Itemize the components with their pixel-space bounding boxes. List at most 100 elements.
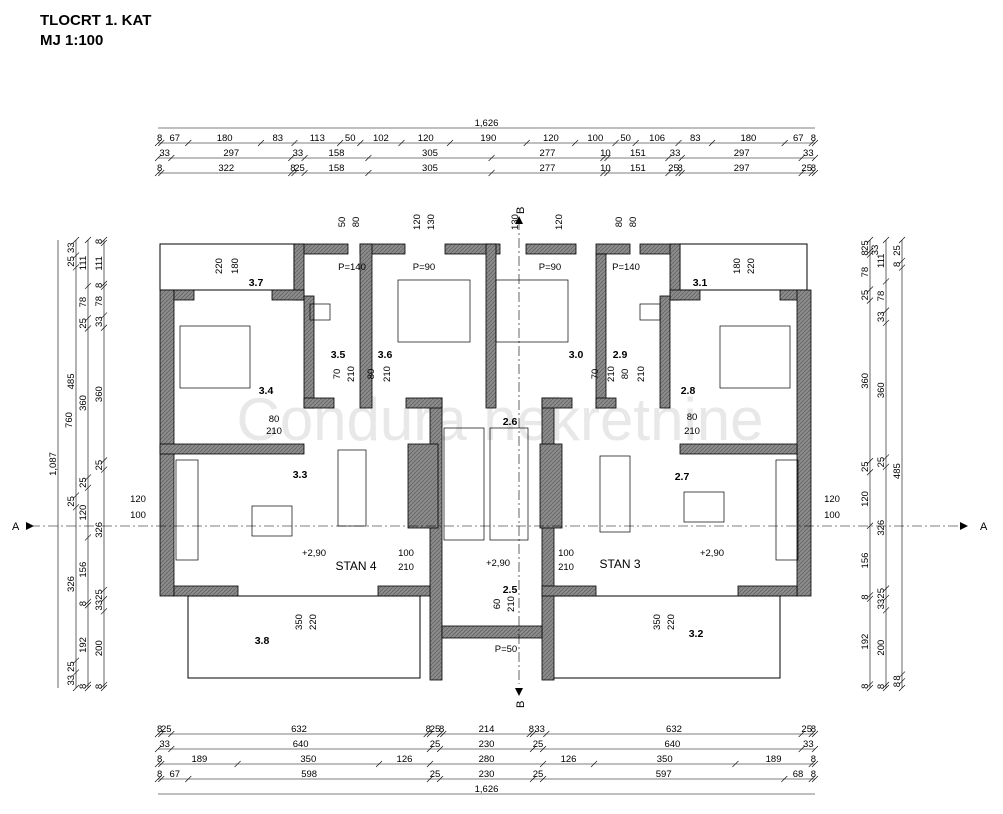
bottom-dim-3-value: 8: [157, 754, 162, 765]
left-dim-2-value: 192: [78, 637, 89, 653]
left-dim-1-value: 25: [94, 460, 105, 471]
right-dim-1-value: 8: [860, 594, 871, 599]
top-dim-3-value: 322: [218, 163, 234, 174]
top-dim-3-tick: [604, 169, 611, 177]
left-dim-1-tick: [100, 283, 108, 291]
top-dim-2-tick: [365, 154, 372, 162]
top-dim-2-value: 33: [159, 148, 170, 159]
top-dim-3-tick: [154, 169, 162, 177]
opening-size: 100: [130, 510, 146, 521]
bottom-dim-4-value: 8: [157, 769, 162, 780]
opening-size: 100: [558, 548, 574, 559]
top-dim-2-value: 297: [734, 148, 750, 159]
top-dim-3-tick: [600, 169, 607, 177]
balconies: [159, 243, 808, 679]
opening-size: 80: [614, 217, 625, 228]
left-dim-1-value: 25: [94, 589, 105, 600]
top-dim-1-tick: [398, 139, 405, 147]
bottom-dim-2-value: 640: [293, 739, 309, 750]
top-dim-2-value: 277: [540, 148, 556, 159]
top-dim-3-value: 8: [677, 163, 682, 174]
bottom-dim-4-tick: [158, 775, 165, 783]
top-dim-2-value: 158: [329, 148, 345, 159]
right-dim-3-tick: [898, 264, 906, 271]
right-dim-1-tick: [866, 457, 874, 465]
top-dim-1-tick: [811, 139, 819, 147]
top-dim-1-value: 67: [169, 133, 180, 144]
left-dim-2-tick: [84, 314, 92, 322]
top-dim-1-value: 8: [811, 133, 816, 144]
top-dim-2-tick: [678, 154, 685, 162]
right-dim-2-value: 33: [876, 311, 887, 322]
right-dim-4-value: 33: [870, 245, 881, 256]
right-dim-3-tick: [898, 671, 906, 678]
left-dim-1-tick: [100, 324, 108, 331]
section-a-left: A: [12, 521, 20, 533]
opening-size: 120: [412, 214, 423, 230]
right-dim-1-tick: [866, 592, 874, 599]
left-dim-1-tick: [100, 239, 108, 247]
bottom-dim-4-tick: [539, 775, 547, 783]
left-dim-3-tick: [72, 669, 80, 676]
opening-size: 80: [620, 369, 631, 380]
bottom-dim-4-value: 25: [533, 769, 544, 780]
top-dim-3-value: 8: [290, 163, 295, 174]
bottom-dim-1-tick: [811, 730, 819, 738]
bottom-dim-1-value: 8: [439, 724, 444, 735]
opening-size: 80: [351, 217, 362, 228]
left-dim-2-tick: [84, 236, 92, 244]
window-note: P=50: [495, 644, 517, 655]
right-dim-2-tick: [882, 585, 890, 592]
top-dim-2-tick: [301, 154, 308, 162]
bottom-dim-4-tick: [811, 775, 819, 783]
left-dim-1-tick: [100, 280, 108, 288]
top-dim-1-tick: [708, 139, 716, 147]
opening-size: 210: [684, 426, 700, 437]
plan-title: TLOCRT 1. KAT: [40, 12, 152, 29]
left-dim-3-tick: [72, 492, 80, 499]
bottom-dim-2-value: 25: [533, 739, 544, 750]
left-dim-2-tick: [84, 282, 92, 290]
top-dim-1-tick: [571, 139, 579, 147]
bottom-dim-2-tick: [798, 745, 805, 753]
left-dim-1-tick: [100, 608, 108, 615]
bottom-dim-1-value: 25: [161, 724, 172, 735]
room-label: 2.6: [503, 416, 518, 428]
bottom-dim-1-tick: [426, 730, 434, 738]
left-dim-3-value: 326: [66, 576, 77, 592]
bottom-dim-4-tick: [185, 775, 192, 783]
opening-size: 220: [308, 614, 319, 630]
top-dim-2-value: 33: [803, 148, 814, 159]
left-dim-1-value: 33: [94, 316, 105, 327]
top-dim-1-tick: [612, 139, 619, 147]
left-dim-2-value: 111: [78, 256, 89, 270]
top-dim-2-tick: [665, 154, 672, 162]
opening-size: 120: [824, 494, 840, 505]
left-dim-2-value: 360: [78, 395, 89, 411]
section-lines: [30, 220, 960, 684]
top-dim-2-value: 33: [670, 148, 681, 159]
bottom-dim-1-tick: [440, 730, 447, 738]
left-dim-2-value: 8: [78, 601, 89, 606]
room-label: 3.1: [693, 277, 708, 289]
right-dim-3-value: 8: [892, 262, 903, 267]
left-dim-1-tick: [100, 466, 108, 473]
right-dim-1-tick: [866, 684, 874, 692]
bottom-dim-1-tick: [154, 730, 162, 738]
bottom-dim-1-value: 8: [529, 724, 534, 735]
opening-size: 350: [294, 614, 305, 630]
right-dim-1-value: 8: [860, 250, 871, 255]
left-dim-2-value: 156: [78, 562, 89, 578]
bottom-dim-1-tick: [436, 730, 444, 738]
opening-size: 210: [382, 366, 393, 382]
bottom-dim-4-value: 230: [479, 769, 495, 780]
apartment-label: STAN 3: [599, 557, 640, 571]
bottom-dim-2-value: 25: [430, 739, 441, 750]
left-dim-2-value: 78: [78, 297, 89, 308]
right-dim-1-tick: [866, 595, 874, 603]
right-dim-1-value: 156: [860, 553, 871, 569]
dimension-lines: [57, 127, 906, 795]
top-dim-1-value: 102: [373, 133, 389, 144]
left-dim-3-value: 25: [66, 256, 77, 267]
